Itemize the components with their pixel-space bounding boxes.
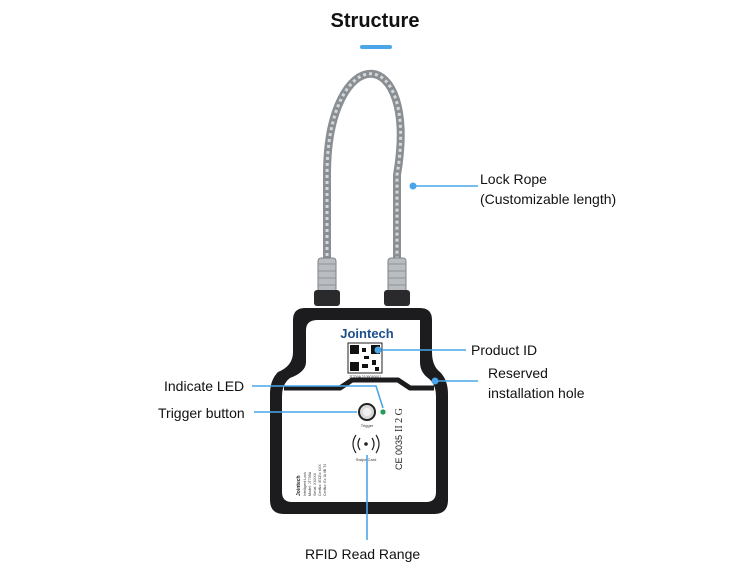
ex-mark: II 2 G [394, 408, 405, 432]
rfid-icon [352, 434, 380, 454]
cable-ferrule-left [317, 257, 337, 293]
qr-caption: JT709A 2109030001 [349, 375, 381, 379]
label-indicate-led: Indicate LED [164, 378, 245, 394]
label-rfid-read-range: RFID Read Range [305, 546, 421, 562]
callout-dot-reserved [431, 377, 439, 385]
button-caption: Trigger [361, 423, 374, 428]
title-underline [360, 45, 392, 49]
side-brand: Jointech [296, 475, 302, 496]
label-reserved-line1: Reserved [488, 365, 548, 381]
side-line-3: Serial: XXXXX [313, 472, 317, 496]
brand-logo: Jointech [340, 326, 394, 341]
ce-mark: CE 0035 [394, 435, 404, 470]
label-reserved-hole: Reserved installation hole [488, 363, 585, 403]
cable-ferrule-right [387, 257, 407, 293]
label-lock-rope: Lock Rope (Customizable length) [480, 169, 616, 209]
label-lock-rope-line2: (Customizable length) [480, 191, 617, 207]
callout-line-indicate-led [252, 385, 384, 409]
side-line-4: CertNo: IECEx XXX [318, 464, 322, 496]
side-line-2: Model: JT709A [308, 471, 312, 496]
label-lock-rope-line1: Lock Rope [480, 171, 547, 187]
indicate-led [380, 409, 386, 415]
callout-dot-lock-rope [409, 182, 417, 190]
callout-dot-product-id [374, 346, 382, 354]
label-reserved-line2: installation hole [488, 385, 585, 401]
label-trigger-button: Trigger button [158, 405, 245, 421]
side-line-5: CertNo: Ex IA IIB T4 [323, 464, 327, 496]
page-title: Structure [330, 10, 420, 32]
side-line-1: Intelligent Lock [303, 472, 307, 496]
rfid-caption: Swipe Card [356, 457, 377, 462]
label-product-id: Product ID [471, 342, 538, 358]
